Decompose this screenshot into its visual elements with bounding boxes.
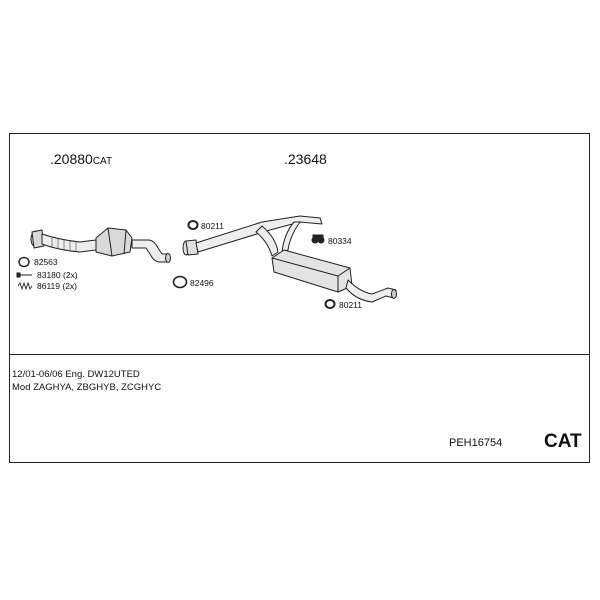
front-pipe-outlet bbox=[131, 239, 169, 263]
kit-code: PEH16754 bbox=[449, 437, 503, 449]
drawing-frame bbox=[9, 133, 590, 463]
rear-inlet-flange bbox=[182, 239, 199, 256]
label-82563: 82563 bbox=[34, 257, 58, 267]
flex-pipe bbox=[41, 233, 97, 253]
clamp-80211-bottom-symbol bbox=[324, 299, 336, 309]
rear-section-partnumber: .23648 bbox=[284, 151, 327, 167]
front-section-partnumber: .20880CAT bbox=[50, 151, 112, 167]
cat-label: CAT bbox=[544, 431, 582, 452]
label-82496: 82496 bbox=[190, 278, 214, 288]
label-80211-bottom: 80211 bbox=[339, 300, 363, 310]
ring-82563-symbol bbox=[18, 256, 30, 268]
mount-80334-symbol bbox=[311, 234, 325, 244]
silencer-connector bbox=[255, 225, 279, 257]
label-80334: 80334 bbox=[328, 236, 352, 246]
years-engine-info: 12/01-06/06 Eng. DW12UTED bbox=[12, 369, 140, 380]
rear-pipe bbox=[195, 215, 323, 253]
label-83180: 83180 (2x) bbox=[37, 270, 78, 280]
gasket-82496-symbol bbox=[172, 275, 188, 289]
front-flange bbox=[30, 229, 45, 249]
bolt-83180-symbol bbox=[16, 272, 32, 278]
spring-86119-symbol bbox=[17, 281, 33, 291]
clamp-80211-top-symbol bbox=[187, 220, 199, 230]
label-80211-top: 80211 bbox=[201, 221, 225, 231]
catalytic-converter bbox=[95, 227, 133, 257]
front-section-number: .20880 bbox=[50, 151, 93, 167]
rear-silencer bbox=[271, 249, 353, 293]
frame-divider bbox=[9, 354, 590, 355]
front-section-suffix: CAT bbox=[92, 156, 113, 167]
label-86119: 86119 (2x) bbox=[37, 281, 78, 291]
models-info: Mod ZAGHYA, ZBGHYB, ZCGHYC bbox=[12, 382, 162, 393]
tail-pipe bbox=[345, 279, 397, 303]
